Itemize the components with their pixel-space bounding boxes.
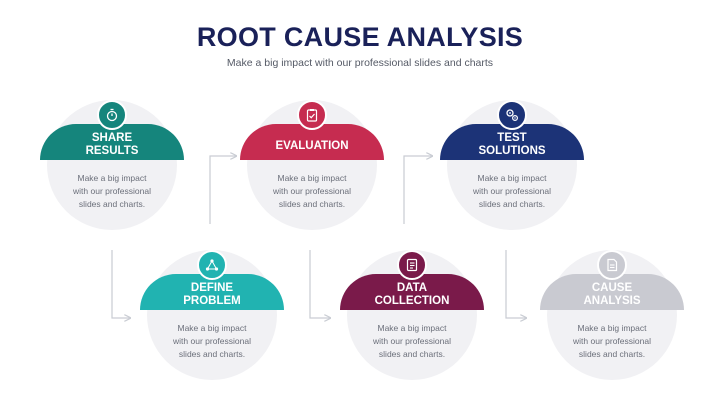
step-header-band — [140, 274, 284, 310]
step-title: SHARE RESULTS — [85, 132, 139, 157]
stopwatch-icon — [106, 108, 118, 122]
step-test-solutions: TEST SOLUTIONS Make a big impact with ou… — [440, 100, 584, 232]
connector-data-to-test — [403, 156, 432, 224]
step-icon-badge — [97, 100, 127, 130]
step-header-band — [240, 124, 384, 160]
step-description: Make a big impact with our professional … — [73, 173, 151, 209]
step-icon-badge — [497, 100, 527, 130]
step-description: Make a big impact with our professional … — [173, 323, 251, 359]
document-icon — [607, 258, 618, 272]
connector-evaluation-to-data — [309, 250, 330, 318]
step-header-band — [40, 124, 184, 160]
step-description: Make a big impact with our professional … — [473, 173, 551, 209]
checklist-icon — [406, 258, 418, 272]
step-evaluation: EVALUATION Make a big impact with our pr… — [240, 100, 384, 232]
network-icon — [205, 259, 219, 271]
step-description: Make a big impact with our professional … — [273, 173, 351, 209]
step-title: CAUSE ANALYSIS — [583, 282, 641, 307]
step-title: DATA COLLECTION — [374, 282, 450, 307]
gears-icon — [506, 109, 519, 122]
step-icon-badge — [397, 250, 427, 280]
step-title: EVALUATION — [275, 140, 349, 152]
clipboard-icon — [306, 109, 318, 122]
step-title: DEFINE PROBLEM — [183, 282, 241, 307]
step-icon-badge — [297, 100, 327, 130]
step-description: Make a big impact with our professional … — [573, 323, 651, 359]
page-title: ROOT CAUSE ANALYSIS — [196, 22, 524, 52]
step-share-results: SHARE RESULTS Make a big impact with our… — [40, 100, 184, 232]
step-icon-badge — [597, 250, 627, 280]
step-define-problem: DEFINE PROBLEM Make a big impact with ou… — [140, 250, 284, 382]
connector-share-to-define — [111, 250, 130, 318]
step-header-band — [540, 274, 684, 310]
step-header-band — [440, 124, 584, 160]
step-icon-badge — [197, 250, 227, 280]
page-subtitle: Make a big impact with our professional … — [226, 57, 494, 69]
step-cause-analysis: CAUSE ANALYSIS Make a big impact with ou… — [540, 250, 684, 382]
step-data-collection: DATA COLLECTION Make a big impact with o… — [340, 250, 484, 382]
connector-test-to-cause — [505, 250, 526, 318]
step-header-band — [340, 274, 484, 310]
connector-define-to-evaluation — [209, 156, 236, 224]
step-description: Make a big impact with our professional … — [373, 323, 451, 359]
step-title: TEST SOLUTIONS — [478, 132, 546, 157]
